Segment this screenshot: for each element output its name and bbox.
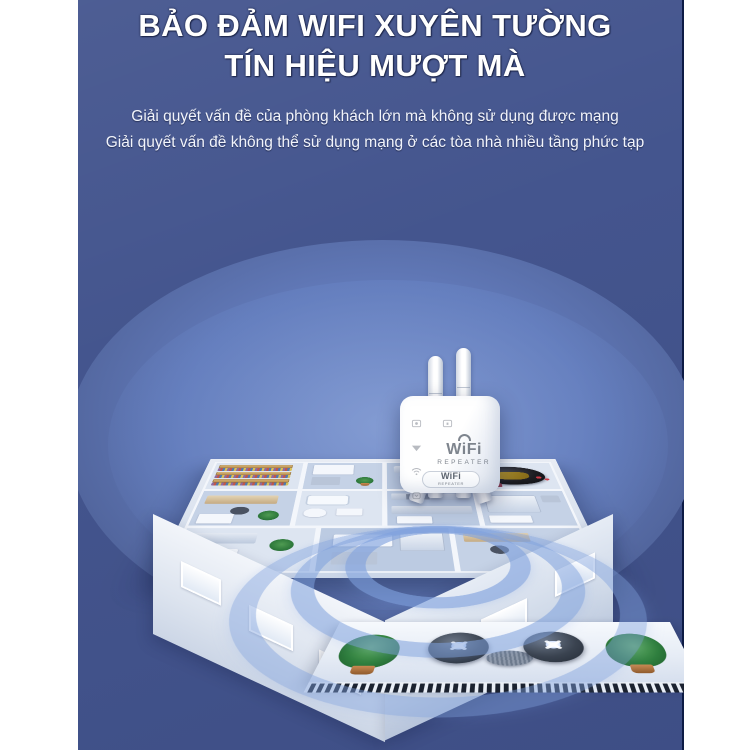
subtitle-line-1: Giải quyết vấn đề của phòng khách lớn mà… [131, 108, 619, 125]
headline-line-2: TÍN HIỆU MƯỢT MÀ [224, 48, 526, 83]
led-indicator-group [411, 418, 428, 514]
brand-subtitle: REPEATER [437, 459, 491, 466]
power-led-icon [411, 419, 422, 428]
device-badge: WiFi REPEATER [422, 471, 480, 488]
badge-name: WiFi [440, 471, 462, 481]
wifi-arc-icon [457, 434, 471, 441]
signal-strong-led-icon [411, 445, 422, 452]
device-brand-label: WiFi REPEATER [437, 434, 491, 467]
brand-name: WiFi [446, 441, 482, 458]
page-title: BẢO ĐẢM WIFI XUYÊN TƯỜNG TÍN HIỆU MƯỢT M… [0, 6, 750, 86]
subtitle-line-2: Giải quyết vấn đề không thể sử dụng mạng… [105, 134, 645, 151]
headline-line-1: BẢO ĐẢM WIFI XUYÊN TƯỜNG [138, 8, 612, 43]
wifi-repeater-device: WiFi REPEATER WiFi REPEATER [394, 348, 506, 505]
house-illustration: WiFi REPEATER WiFi REPEATER [78, 170, 684, 750]
wps-led-icon [442, 419, 453, 428]
device-body: WiFi REPEATER WiFi REPEATER [400, 396, 500, 500]
subtitle-block: Giải quyết vấn đề của phòng khách lớn mà… [0, 104, 750, 156]
signal-weak-led-icon [411, 468, 422, 476]
badge-subtitle: REPEATER [437, 481, 465, 486]
window [181, 561, 221, 606]
status-led-icon [412, 492, 421, 500]
